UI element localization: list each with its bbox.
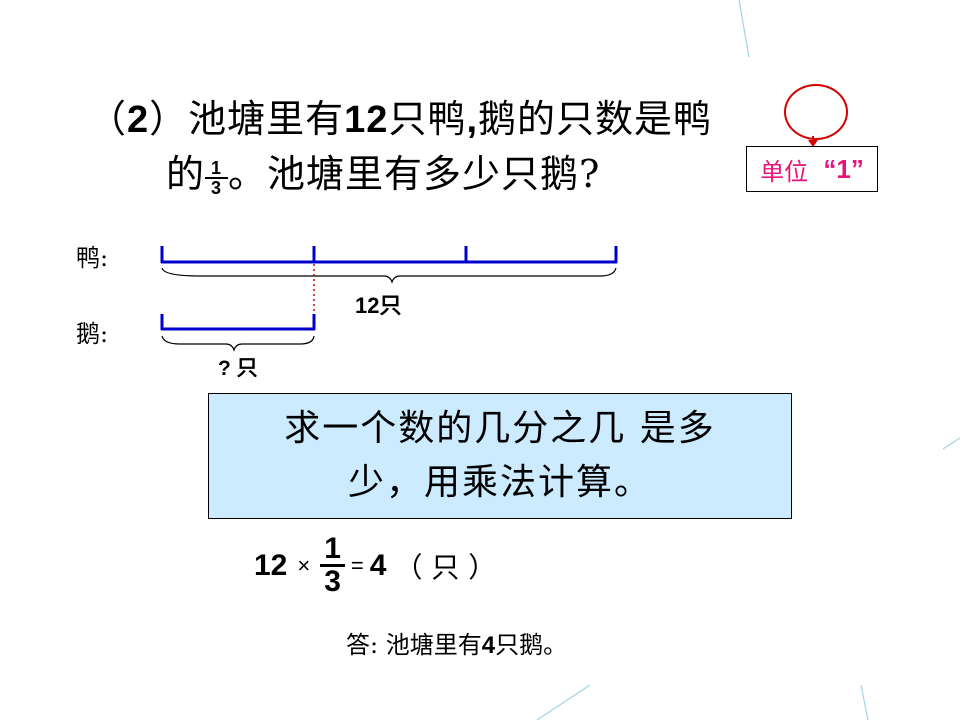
- question-text-tail: 鹅的只数是鸭: [478, 97, 713, 141]
- answer-line: 答: 池塘里有4只鹅。: [346, 625, 567, 660]
- calc-left-operand: 12: [254, 548, 288, 582]
- arrow-shaft: [812, 136, 814, 142]
- fraction-denominator: 3: [211, 177, 223, 198]
- comma: ,: [466, 99, 479, 141]
- goose-bar: [160, 314, 316, 331]
- answer-prefix: 答: 池塘里有: [346, 631, 482, 659]
- arrow-down-icon: [808, 140, 818, 147]
- multiply-sign: ×: [297, 552, 311, 578]
- unit-value: “1”: [823, 153, 864, 184]
- duck-brace: [161, 267, 617, 284]
- question-number: 2: [127, 99, 150, 141]
- paren-open: （: [88, 97, 128, 141]
- fraction-numerator: 1: [205, 159, 229, 179]
- answer-value: 4: [481, 632, 496, 659]
- unit-label: 单位: [760, 157, 809, 186]
- rule-line-1: 求一个数的几分之几 是多: [284, 408, 716, 449]
- rule-box: 求一个数的几分之几 是多 少，用乘法计算。: [208, 393, 792, 519]
- equals-sign: =: [350, 552, 364, 578]
- duck-total-label: 12只: [355, 293, 402, 318]
- question-text-mid: ）池塘里有: [149, 97, 345, 141]
- unit-one-callout: 单位 “1”: [746, 146, 878, 192]
- question-line2-suffix: 。池塘里有多少只鹅?: [228, 152, 601, 196]
- duck-label: 鸭:: [76, 244, 109, 272]
- duck-count: 12: [344, 99, 389, 141]
- calc-fraction-numerator: 1: [320, 534, 345, 567]
- goose-brace: [161, 335, 315, 352]
- goose-label: 鹅:: [76, 320, 109, 348]
- goose-unknown-label: ? 只: [218, 357, 258, 380]
- answer-suffix: 只鹅。: [495, 631, 568, 659]
- calc-result: 4: [369, 548, 387, 582]
- duck-bar: [160, 246, 618, 264]
- highlight-circle: [784, 84, 848, 140]
- question-line-1: （2）池塘里有12只鸭,鹅的只数是鸭: [88, 88, 712, 143]
- calc-fraction-denominator: 3: [324, 565, 341, 598]
- question-text-suffix: 只鸭: [388, 97, 467, 141]
- question-line2-prefix: 的: [166, 152, 206, 196]
- rule-line-2: 少，用乘法计算。: [347, 462, 652, 503]
- calc-unit: （ 只 ）: [394, 550, 497, 584]
